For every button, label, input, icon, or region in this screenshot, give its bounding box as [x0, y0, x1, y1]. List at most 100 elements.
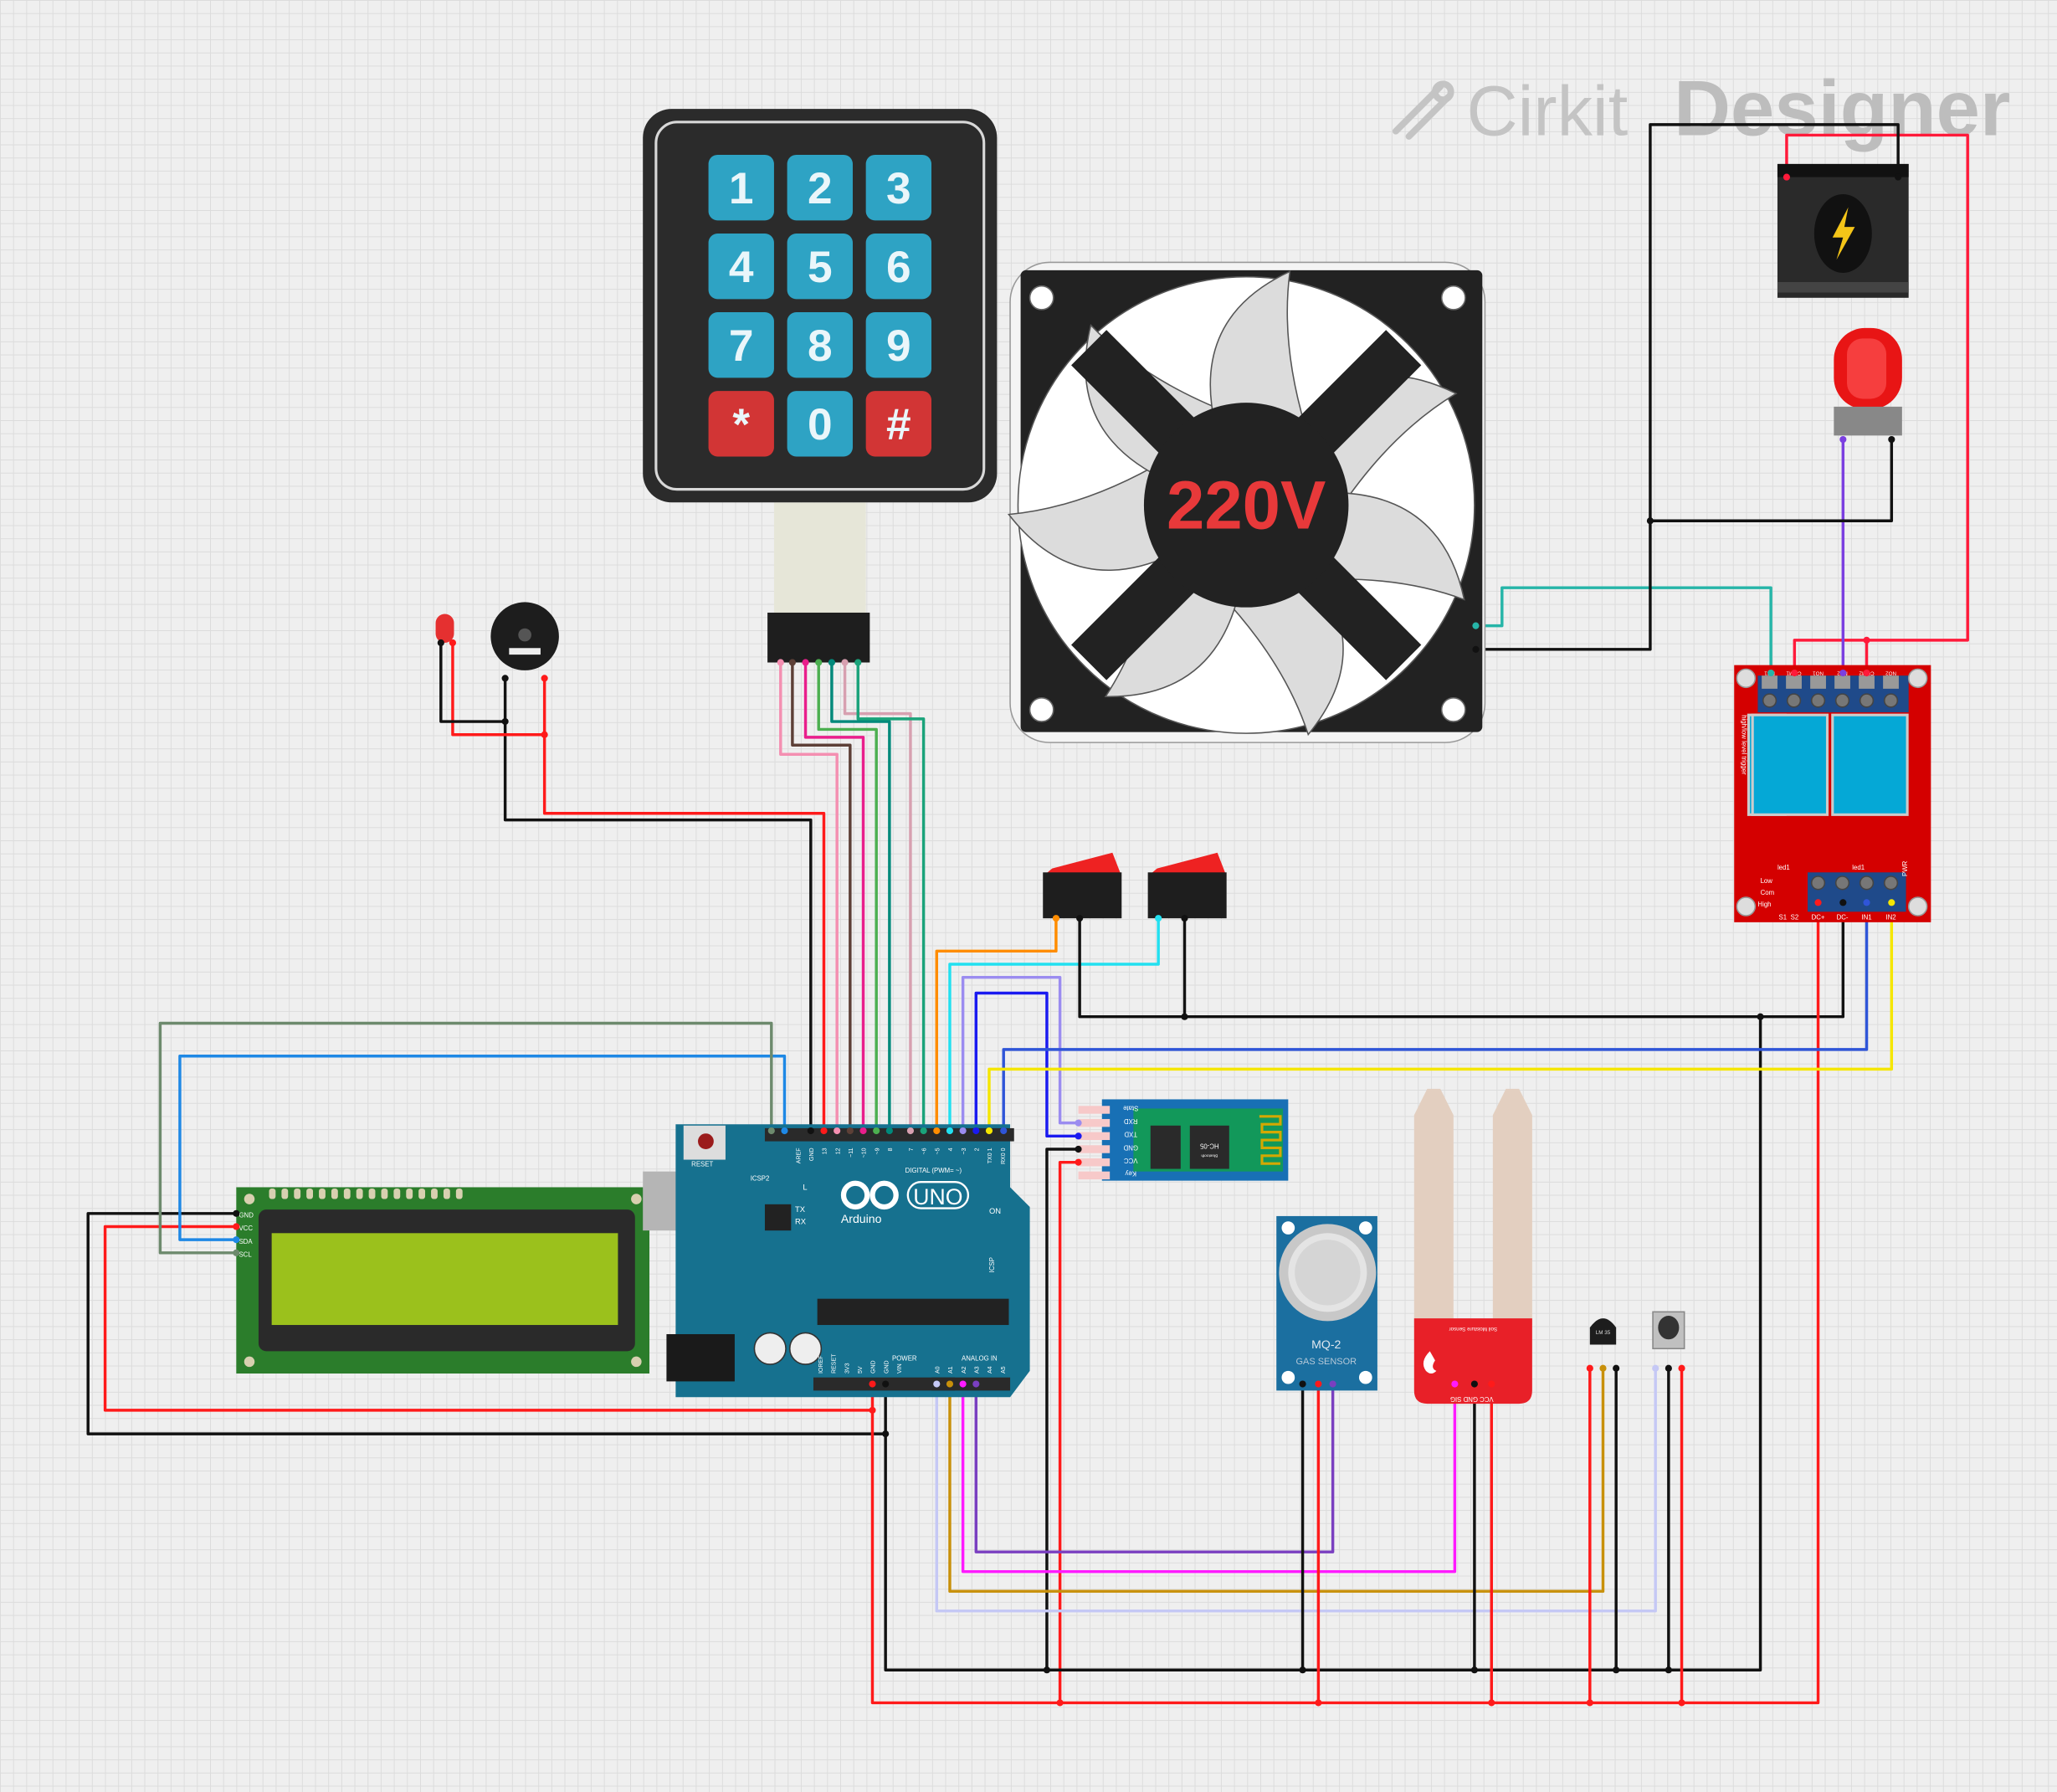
keypad-key-4[interactable]: 4 [708, 233, 774, 300]
wire-endpoint[interactable] [541, 731, 548, 738]
wire-endpoint[interactable] [1472, 622, 1480, 629]
lm35-temperature-sensor[interactable]: LM 35 [1589, 1318, 1617, 1345]
wire-endpoint[interactable] [959, 1380, 967, 1388]
mq-2-gas-sensor[interactable]: MQ-2 GAS SENSOR [1276, 1215, 1377, 1391]
wire-endpoint[interactable] [1299, 1380, 1306, 1388]
wire[interactable] [884, 1016, 1762, 1671]
red-led[interactable] [435, 614, 454, 644]
wire-endpoint[interactable] [972, 1127, 980, 1135]
wire-endpoint[interactable] [846, 1127, 854, 1135]
wire[interactable] [974, 1384, 1335, 1553]
wire-endpoint[interactable] [437, 639, 444, 647]
wire-endpoint[interactable] [1043, 1666, 1051, 1674]
wire-endpoint[interactable] [1767, 669, 1775, 677]
wire[interactable] [1475, 123, 1900, 651]
wire-endpoint[interactable] [933, 1127, 941, 1135]
wire-endpoint[interactable] [1665, 1364, 1672, 1372]
wire-endpoint[interactable] [854, 659, 862, 666]
wire-endpoint[interactable] [788, 659, 796, 666]
wire[interactable] [961, 975, 1079, 1132]
wire-endpoint[interactable] [885, 1127, 893, 1135]
wire[interactable] [178, 1054, 787, 1241]
wire[interactable] [870, 902, 1820, 1705]
wire-endpoint[interactable] [1052, 915, 1059, 922]
wire-endpoint[interactable] [1472, 645, 1480, 653]
wire[interactable] [935, 918, 1058, 1132]
wire-endpoint[interactable] [815, 659, 823, 666]
wire[interactable] [935, 1368, 1657, 1613]
wire-endpoint[interactable] [869, 1380, 876, 1388]
wire[interactable] [779, 662, 839, 1132]
wire-endpoint[interactable] [1665, 1666, 1672, 1674]
wire-endpoint[interactable] [1470, 1666, 1478, 1674]
wire-endpoint[interactable] [1895, 173, 1902, 181]
wire-endpoint[interactable] [449, 639, 457, 647]
wire-endpoint[interactable] [1814, 899, 1822, 906]
keypad-key-3[interactable]: 3 [865, 154, 932, 221]
wire-endpoint[interactable] [1646, 517, 1654, 525]
wire[interactable] [158, 1021, 773, 1255]
wire[interactable] [103, 1225, 873, 1412]
wire-endpoint[interactable] [873, 1127, 880, 1135]
wire-endpoint[interactable] [1315, 1380, 1322, 1388]
keypad-key-6[interactable]: 6 [865, 233, 932, 300]
wire-endpoint[interactable] [1678, 1699, 1685, 1707]
wire-endpoint[interactable] [802, 659, 809, 666]
wire-endpoint[interactable] [933, 1380, 941, 1388]
wire-endpoint[interactable] [972, 1380, 980, 1388]
wire-endpoint[interactable] [501, 717, 509, 726]
wire-endpoint[interactable] [1075, 1119, 1082, 1127]
wire-endpoint[interactable] [1056, 1699, 1064, 1707]
wire[interactable] [1649, 439, 1894, 522]
wire-endpoint[interactable] [906, 1127, 915, 1135]
wire-endpoint[interactable] [1888, 899, 1895, 906]
wire[interactable] [542, 678, 826, 1132]
wire-endpoint[interactable] [541, 675, 548, 682]
wire-endpoint[interactable] [233, 1236, 240, 1244]
rocker-switch-1[interactable] [1043, 852, 1122, 919]
wire-endpoint[interactable] [1839, 435, 1847, 444]
wire-endpoint[interactable] [1586, 1364, 1593, 1372]
arduino-uno[interactable]: RESET ICSP2 UNO Arduino L TX RX ON DIGIT… [643, 1124, 1030, 1398]
keypad-key-7[interactable]: 7 [708, 312, 774, 378]
wire-endpoint[interactable] [1757, 1013, 1764, 1020]
wire[interactable] [961, 1384, 1457, 1574]
wire-endpoint[interactable] [1181, 915, 1188, 922]
wire-endpoint[interactable] [1863, 899, 1870, 906]
wire-endpoint[interactable] [501, 675, 509, 682]
wire[interactable] [451, 643, 545, 737]
wire-endpoint[interactable] [1299, 1666, 1306, 1674]
wire-endpoint[interactable] [233, 1249, 240, 1256]
rocker-switch-2[interactable] [1147, 852, 1227, 919]
wire[interactable] [803, 662, 865, 1132]
wire-endpoint[interactable] [985, 1127, 993, 1135]
buzzer[interactable] [490, 602, 559, 670]
wire-endpoint[interactable] [820, 1127, 828, 1135]
keypad-key-star[interactable]: * [708, 391, 774, 457]
wire-endpoint[interactable] [1075, 1132, 1082, 1140]
wire-endpoint[interactable] [834, 1127, 841, 1135]
keypad-key-0[interactable]: 0 [787, 391, 853, 457]
wire-endpoint[interactable] [1888, 435, 1895, 444]
wire-endpoint[interactable] [828, 659, 835, 666]
wire[interactable] [817, 662, 878, 1132]
wire-endpoint[interactable] [1329, 1380, 1336, 1388]
wire-endpoint[interactable] [1613, 1364, 1620, 1372]
wire-endpoint[interactable] [1863, 669, 1870, 677]
wire[interactable] [856, 662, 926, 1132]
wire-endpoint[interactable] [1783, 173, 1791, 181]
keypad-key-8[interactable]: 8 [787, 312, 853, 378]
wire-endpoint[interactable] [1075, 1158, 1082, 1166]
wire-endpoint[interactable] [807, 1127, 814, 1135]
wire-endpoint[interactable] [1678, 1364, 1685, 1372]
wire-endpoint[interactable] [946, 1380, 954, 1388]
battery[interactable] [1777, 163, 1909, 298]
wire[interactable] [86, 1212, 886, 1435]
wire-endpoint[interactable] [777, 659, 784, 666]
wire-endpoint[interactable] [946, 1127, 954, 1135]
wire-endpoint[interactable] [859, 1127, 867, 1135]
